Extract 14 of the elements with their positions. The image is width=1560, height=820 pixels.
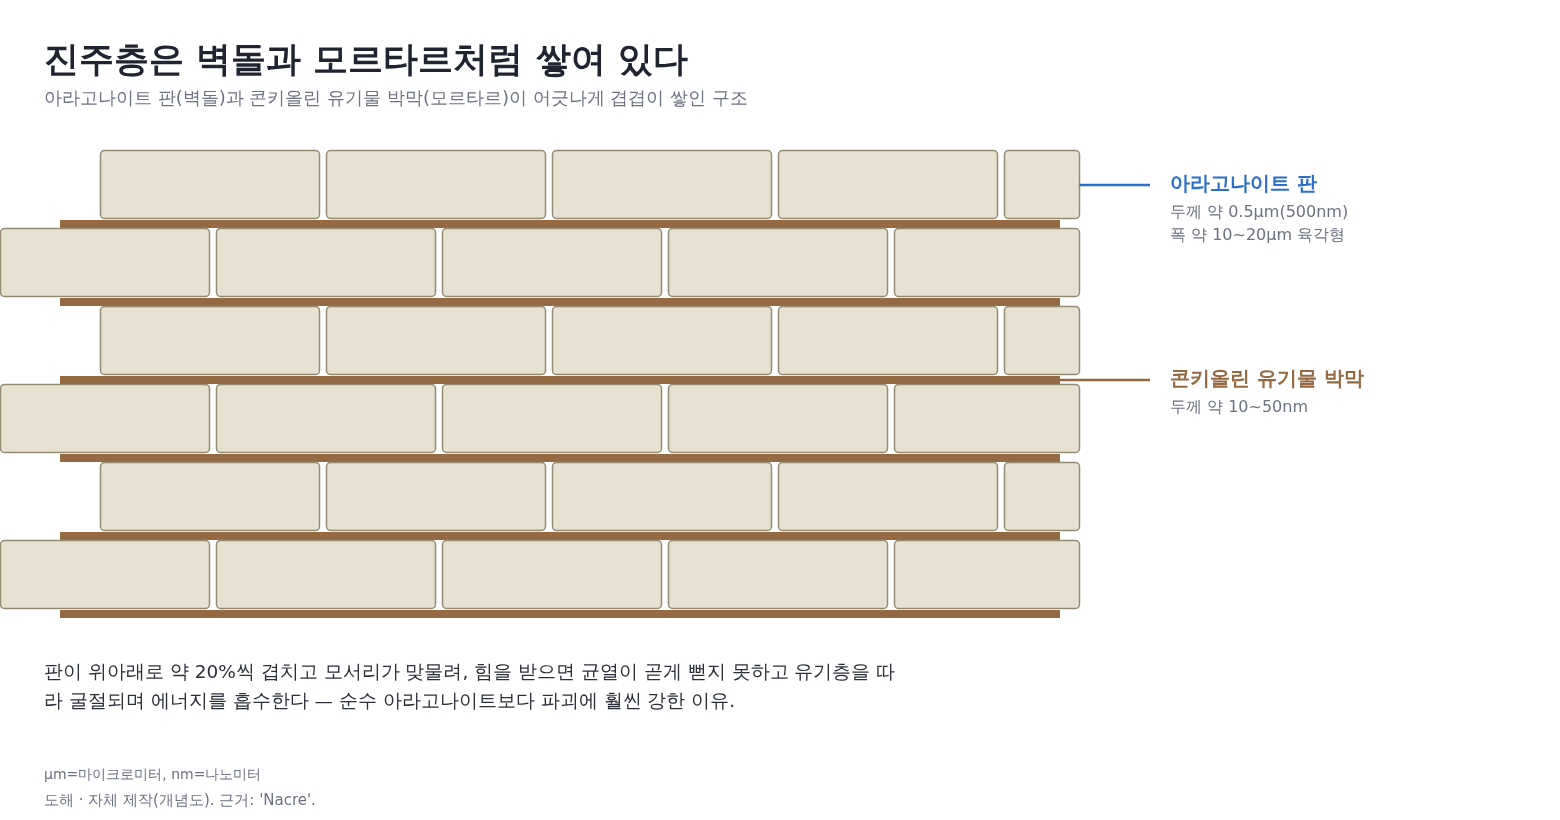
callout-heading: 아라고나이트 판	[1170, 170, 1318, 197]
leader-line	[1060, 378, 1150, 382]
footnote: μm=마이크로미터, nm=나노미터	[44, 766, 262, 784]
leader-line	[1079, 183, 1150, 187]
callout-text: 두께 약 0.5μm(500nm)	[1170, 201, 1349, 223]
description-text: 판이 위아래로 약 20%씩 겹치고 모서리가 맞물려, 힘을 받으면 균열이 곧게 뻗지 못하고 유기층을 따라 굴절되며 에너지를 흡수한다 — 순수 아라고나이트보다 파괴에 훨씬 강한 이유.	[44, 660, 897, 713]
callout-heading: 콘키올린 유기물 박막	[1170, 365, 1364, 392]
callout-text: 두께 약 10~50nm	[1170, 396, 1310, 418]
callout-text: 폭 약 10~20μm 육각형	[1170, 224, 1347, 246]
aragonite-plate	[1003, 149, 1081, 220]
source-note: 도해 · 자체 제작(개념도). 근거: 'Nacre'.	[44, 791, 316, 810]
organic-layer	[60, 376, 1060, 384]
title: 진주층은 벽돌과 모르타르처럼 쌓여 있다	[44, 38, 688, 81]
subtitle: 아라고나이트 판(벽돌)과 콘키올린 유기물 박막(모르타르)이 어긋나게 겹겹이 쌓인 구조	[44, 86, 748, 110]
